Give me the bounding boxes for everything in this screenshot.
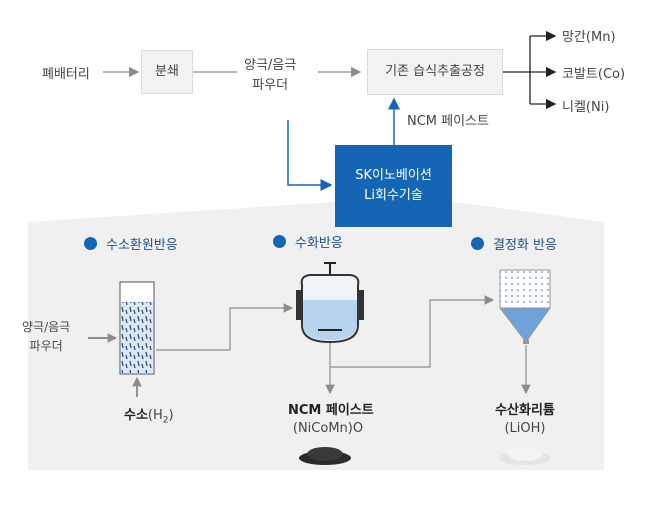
process-label: 기존 습식추출공정 <box>385 64 485 79</box>
output-ni-label: 니켈(Ni) <box>562 100 610 115</box>
ncm-paste-top-label: NCM 페이스트 <box>407 114 489 129</box>
ncm-product-title: NCM 페이스트 <box>288 403 374 418</box>
crush-box: 분쇄 <box>141 50 193 94</box>
lioh-product-title: 수산화리튬 <box>495 403 555 418</box>
input-powder-line2: 파우더 <box>29 339 63 353</box>
hydrogen-subscript: 2 <box>162 415 169 426</box>
step-label: 수소환원반응 <box>106 238 178 253</box>
output-co-label: 코발트(Co) <box>562 67 626 82</box>
process-box: 기존 습식추출공정 <box>367 49 503 95</box>
ncm-product-formula: (NiCoMn)O <box>292 421 364 436</box>
crush-label: 분쇄 <box>155 64 179 79</box>
sk-li-recovery-box: SK이노베이션 Li회수기술 <box>335 145 452 227</box>
scrap-battery-label: 폐배터리 <box>42 67 90 82</box>
input-powder-line1: 양극/음극 <box>22 320 71 334</box>
step-dot-icon <box>84 237 97 250</box>
step-label: 수화반응 <box>295 236 343 251</box>
hydrogen-label: 수소(H2) <box>124 404 174 426</box>
step-dot-icon <box>273 235 286 248</box>
step-label: 결정화 반응 <box>493 238 557 253</box>
lioh-product-formula: (LiOH) <box>504 421 546 436</box>
step-hydrogen-reduction: 수소환원반응 <box>84 234 178 253</box>
input-powder-label: 양극/음극 파우더 <box>22 318 70 356</box>
output-mn-label: 망간(Mn) <box>562 30 616 45</box>
step-hydration: 수화반응 <box>273 232 343 251</box>
hydration-reactor <box>296 262 364 344</box>
sk-line1: SK이노베이션 <box>355 168 432 183</box>
powder-line1: 양극/음극 <box>244 58 297 73</box>
crystallizer <box>498 269 551 344</box>
sk-line2: Li회수기술 <box>364 188 423 203</box>
powder-label: 양극/음극 파우더 <box>244 56 296 96</box>
step-crystallization: 결정화 반응 <box>471 234 557 253</box>
hydrogen-formula-close: ) <box>168 408 174 423</box>
powder-line2: 파우더 <box>252 78 289 93</box>
hydrogen-formula-open: (H <box>147 408 163 423</box>
step-dot-icon <box>471 237 484 250</box>
hydrogen-text: 수소 <box>124 408 148 423</box>
